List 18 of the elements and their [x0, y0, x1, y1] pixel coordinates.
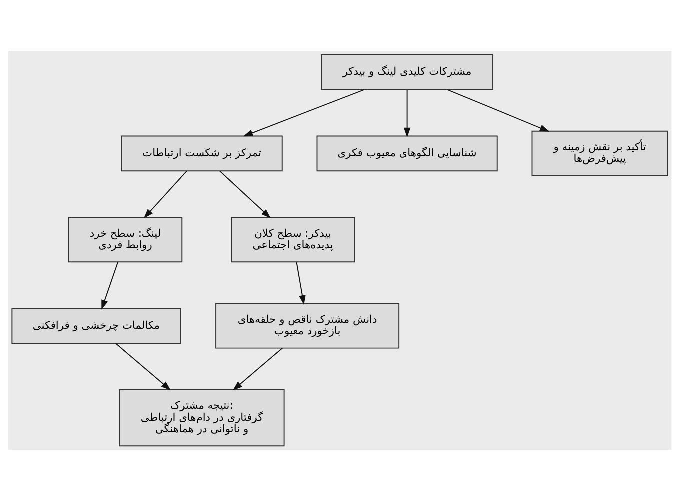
arrow: [144, 170, 188, 218]
arrow: [243, 88, 365, 136]
arrow: [296, 262, 306, 305]
node-box: نتیجه مشترک: گرفتاری در دام‌های ارتباطی و ناتوانی در هماهنگی: [119, 388, 285, 446]
node-box: تأکید بر نقش زمینه و پیش‌فرض‌ها: [532, 130, 668, 176]
arrow: [232, 347, 284, 390]
node-box: بیدکر: سطح کلان پدیده‌های اجتماعی: [231, 216, 355, 262]
node-box: دانش مشترک ناقص و حلقه‌های بازخورد معیوب: [216, 302, 400, 348]
arrow: [220, 170, 271, 218]
arrow: [447, 88, 550, 132]
node-box: مشترکات کلیدی لینگ و بیدکر: [321, 54, 494, 90]
arrow: [102, 262, 118, 310]
node-box: لینگ: سطح خرد روابط فردی: [68, 216, 183, 262]
node-box: مکالمات چرخشی و فرافکنی: [12, 308, 182, 344]
arrow: [404, 89, 411, 138]
node-box: شناسایی الگوهای معیوب فکری: [316, 135, 498, 172]
arrow: [115, 342, 172, 390]
node-box: تمرکز بر شکست ارتباطات: [121, 135, 283, 172]
